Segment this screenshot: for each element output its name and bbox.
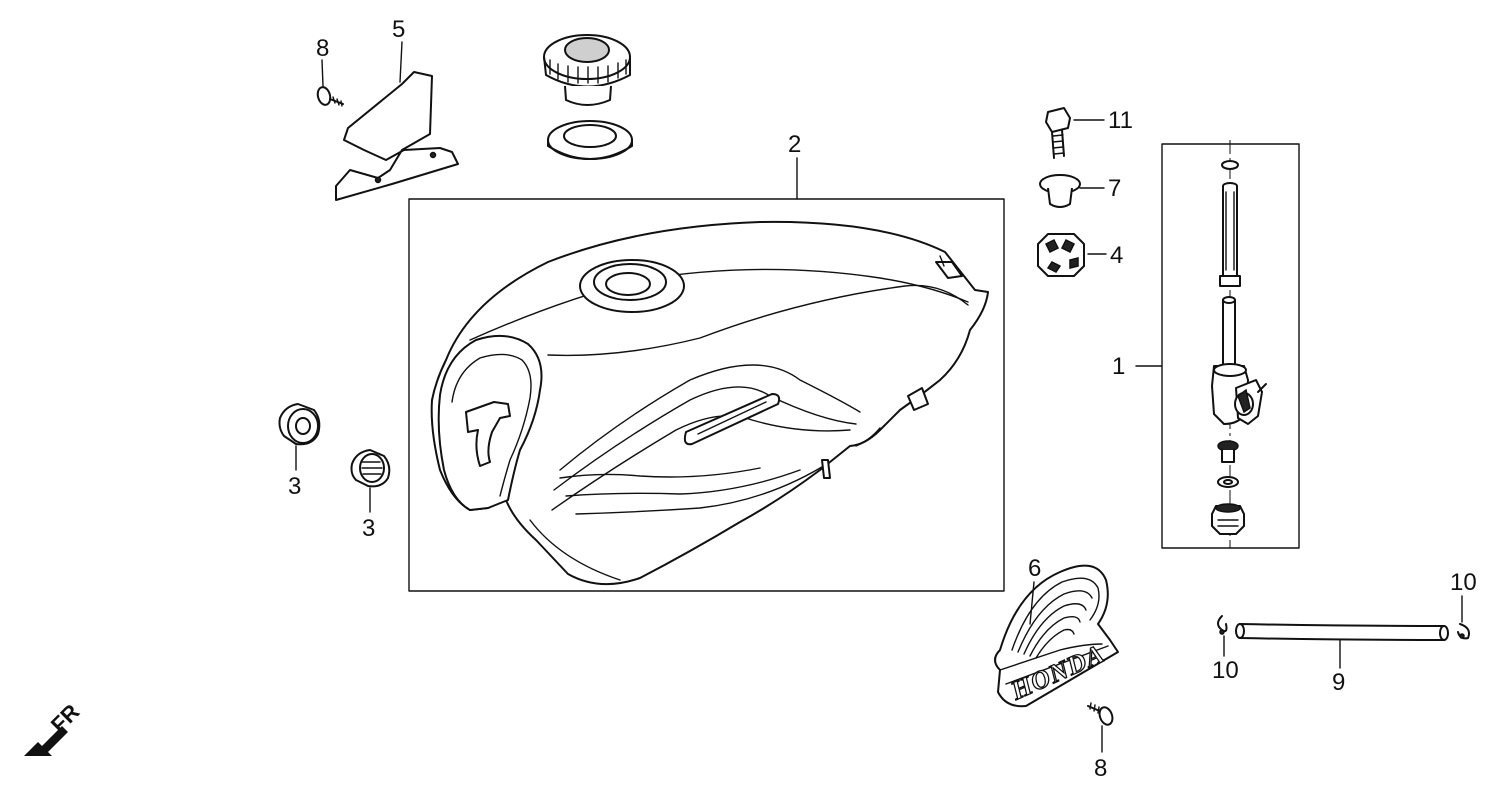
cushion-left[interactable] (278, 403, 321, 446)
label-screw-bottom: 8 (1094, 755, 1107, 782)
valve-nut[interactable] (1037, 233, 1085, 277)
label-tank: 2 (788, 131, 801, 158)
fuel-cap[interactable] (543, 34, 631, 106)
fuel-tank[interactable] (430, 220, 989, 586)
label-cushion-right: 3 (362, 515, 375, 542)
label-clip-left: 10 (1212, 657, 1239, 684)
fuel-valve[interactable] (1211, 140, 1267, 548)
fuel-tube[interactable] (1235, 623, 1449, 641)
label-screw-top: 8 (316, 35, 329, 62)
screw-bottom[interactable] (1087, 702, 1115, 727)
front-arrow-icon (24, 726, 68, 756)
label-collar: 7 (1108, 175, 1121, 202)
clip-right[interactable] (1457, 623, 1470, 640)
label-emblem: 6 (1028, 555, 1041, 582)
label-fuel-valve: 1 (1112, 353, 1125, 380)
label-tube: 9 (1332, 669, 1345, 696)
bracket[interactable] (335, 71, 459, 201)
label-bolt: 11 (1108, 107, 1133, 134)
tank-frame (408, 198, 1005, 592)
bolt[interactable] (1045, 107, 1071, 159)
front-indicator-text: FR (46, 699, 84, 737)
clip-left[interactable] (1217, 615, 1228, 635)
label-valve-nut: 4 (1110, 242, 1123, 269)
label-cushion-left: 3 (288, 473, 301, 500)
label-bracket: 5 (392, 16, 405, 43)
fuel-cap-gasket[interactable] (547, 120, 633, 160)
emblem[interactable]: HONDA (994, 564, 1119, 708)
cushion-right[interactable] (350, 449, 391, 488)
screw-top[interactable] (316, 86, 344, 107)
collar[interactable] (1039, 174, 1081, 208)
label-clip-right: 10 (1450, 569, 1477, 596)
